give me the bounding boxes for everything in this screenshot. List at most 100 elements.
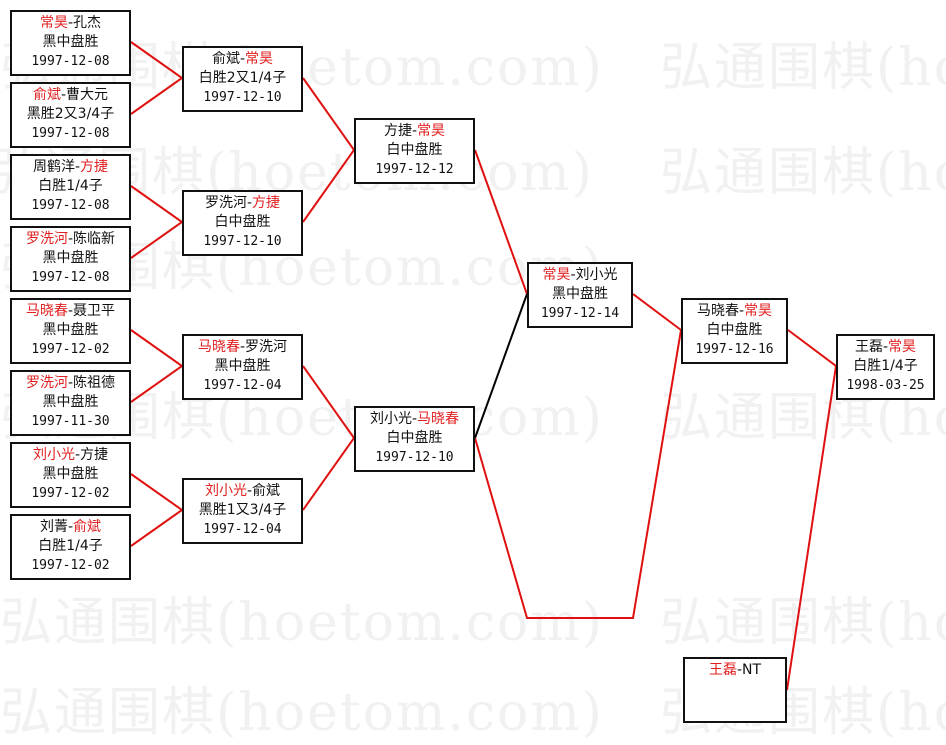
separator: - bbox=[74, 159, 81, 175]
player-a: 周鹤洋 bbox=[32, 159, 75, 175]
match-box: 马晓春-罗洗河黑中盘胜 1997-12-04 bbox=[182, 334, 303, 400]
watermark: 弘通围棋(hoetom.com) bbox=[660, 38, 946, 98]
player-a: 王磊 bbox=[708, 662, 737, 678]
player-b: 陈临新 bbox=[73, 231, 116, 247]
player-b: 方捷 bbox=[80, 447, 109, 463]
separator: - bbox=[246, 483, 253, 499]
player-a: 常昊 bbox=[39, 15, 68, 31]
match-players: 王磊-NT bbox=[685, 661, 785, 680]
separator: - bbox=[67, 375, 74, 391]
separator: - bbox=[570, 267, 576, 283]
player-b: 常昊 bbox=[888, 339, 917, 355]
match-result: 黑中盘胜 bbox=[42, 250, 99, 266]
match-players: 刘小光-俞斌 bbox=[184, 482, 301, 501]
player-a: 刘小光 bbox=[369, 411, 412, 427]
match-players: 马晓春-罗洗河 bbox=[184, 338, 301, 357]
separator: - bbox=[67, 519, 74, 535]
player-b: 方捷 bbox=[252, 195, 281, 211]
player-b: 陈祖德 bbox=[73, 375, 116, 391]
player-b: 曹大元 bbox=[66, 87, 109, 103]
player-a: 罗洗河 bbox=[25, 231, 68, 247]
match-box: 刘小光-俞斌黑胜1又3/4子 1997-12-04 bbox=[182, 478, 303, 544]
bracket-line bbox=[302, 77, 356, 223]
separator: - bbox=[736, 662, 743, 678]
bracket-line bbox=[130, 41, 184, 115]
match-result: 黑中盘胜 bbox=[214, 358, 271, 374]
bracket-line bbox=[786, 329, 838, 691]
player-b: 罗洗河 bbox=[245, 339, 288, 355]
match-result: 白胜1/4子 bbox=[38, 538, 103, 554]
match-date: 1997-12-08 bbox=[31, 126, 110, 141]
separator: - bbox=[67, 15, 74, 31]
bracket-line bbox=[130, 185, 184, 259]
watermark: 弘通围棋(hoetom.com) bbox=[0, 593, 604, 653]
separator: - bbox=[738, 303, 745, 319]
separator: - bbox=[239, 339, 246, 355]
player-a: 马晓春 bbox=[696, 303, 739, 319]
bracket-line bbox=[474, 293, 528, 439]
match-result: 白胜1/4子 bbox=[38, 178, 103, 194]
match-result: 黑胜1又3/4子 bbox=[198, 502, 287, 518]
player-b: 常昊 bbox=[417, 123, 446, 139]
match-players: 罗洗河-陈祖德 bbox=[12, 374, 129, 393]
match-date: 1997-12-02 bbox=[31, 486, 110, 501]
player-a: 罗洗河 bbox=[204, 195, 247, 211]
match-date: 1997-12-14 bbox=[540, 306, 620, 321]
match-players: 马晓春-聂卫平 bbox=[12, 302, 129, 321]
match-box: 王磊-NT bbox=[683, 657, 787, 723]
match-players: 俞斌-常昊 bbox=[184, 50, 301, 69]
match-box: 罗洗河-方捷白中盘胜 1997-12-10 bbox=[182, 190, 303, 256]
match-result: 白胜2又1/4子 bbox=[198, 70, 287, 86]
match-players: 常昊-刘小光 bbox=[529, 266, 631, 285]
bracket-line bbox=[302, 365, 356, 511]
match-date: 1997-12-04 bbox=[203, 522, 282, 537]
player-b: 聂卫平 bbox=[73, 303, 116, 319]
match-box: 刘小光-方捷黑中盘胜 1997-12-02 bbox=[10, 442, 131, 508]
player-a: 常昊 bbox=[542, 267, 571, 283]
match-date: 1997-12-16 bbox=[695, 342, 774, 357]
match-date: 1998-03-25 bbox=[846, 378, 925, 393]
player-b: 常昊 bbox=[744, 303, 773, 319]
player-a: 马晓春 bbox=[25, 303, 68, 319]
player-b: 常昊 bbox=[245, 51, 274, 67]
player-b: 方捷 bbox=[80, 159, 109, 175]
bracket-line bbox=[474, 329, 682, 619]
match-date: 1997-12-08 bbox=[31, 54, 110, 69]
match-result: 白中盘胜 bbox=[214, 214, 271, 230]
separator: - bbox=[239, 51, 246, 67]
player-b: 俞斌 bbox=[252, 483, 281, 499]
separator: - bbox=[67, 231, 74, 247]
match-date: 1997-12-10 bbox=[203, 90, 282, 105]
player-b: 马晓春 bbox=[417, 411, 460, 427]
match-date: 1997-12-08 bbox=[31, 198, 110, 213]
match-players: 周鹤洋-方捷 bbox=[12, 158, 129, 177]
separator: - bbox=[246, 195, 253, 211]
match-date: 1997-12-04 bbox=[203, 378, 282, 393]
match-date: 1997-12-10 bbox=[203, 234, 282, 249]
match-players: 刘菁-俞斌 bbox=[12, 518, 129, 537]
match-date: 1997-12-12 bbox=[375, 162, 454, 177]
match-players: 马晓春-常昊 bbox=[683, 302, 786, 321]
match-result: 白中盘胜 bbox=[706, 322, 763, 338]
match-result: 黑中盘胜 bbox=[42, 466, 99, 482]
match-players: 刘小光-马晓春 bbox=[356, 410, 473, 429]
separator: - bbox=[882, 339, 889, 355]
separator: - bbox=[411, 411, 418, 427]
bracket-line bbox=[632, 293, 682, 331]
match-date: 1997-12-02 bbox=[31, 342, 110, 357]
separator: - bbox=[74, 447, 81, 463]
match-result: 黑中盘胜 bbox=[42, 322, 99, 338]
separator: - bbox=[67, 303, 74, 319]
match-players: 刘小光-方捷 bbox=[12, 446, 129, 465]
